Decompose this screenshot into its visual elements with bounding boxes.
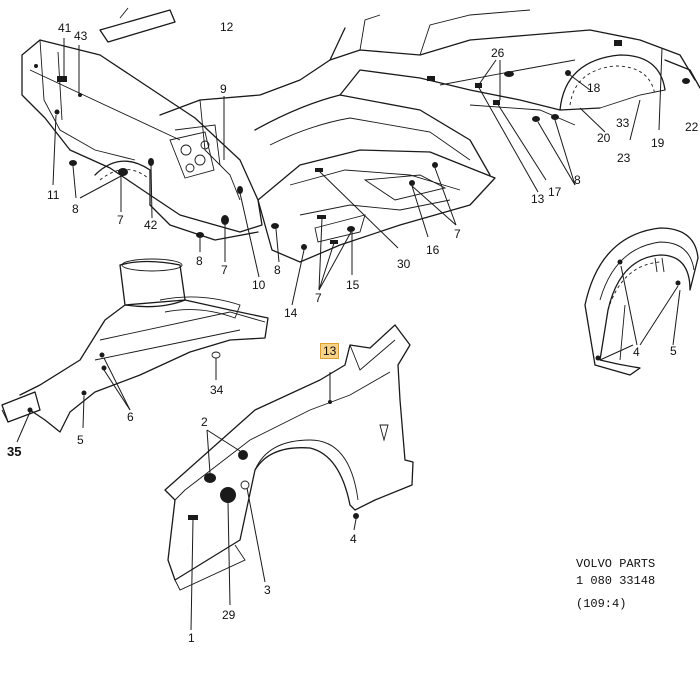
brand-label: VOLVO PARTS bbox=[576, 557, 656, 571]
reference-code: (109:4) bbox=[576, 597, 627, 611]
apron-rail-assembly bbox=[1, 258, 269, 443]
callout-15: 15 bbox=[346, 278, 360, 292]
callout-14: 14 bbox=[284, 306, 298, 320]
callout-6: 6 bbox=[127, 410, 134, 424]
callout-7-mid: 7 bbox=[221, 263, 228, 277]
callout-41: 41 bbox=[58, 21, 72, 35]
callout-7-left: 7 bbox=[117, 213, 124, 227]
callout-8-mid: 8 bbox=[196, 254, 203, 268]
callout-5-left: 5 bbox=[77, 433, 84, 447]
callout-8-center: 8 bbox=[274, 263, 281, 277]
callout-29: 29 bbox=[222, 608, 236, 622]
callout-22: 22 bbox=[685, 120, 699, 134]
front-fender bbox=[164, 324, 414, 631]
callout-20: 20 bbox=[597, 131, 611, 145]
callout-13-highlighted: 13 bbox=[320, 343, 340, 359]
callout-10: 10 bbox=[252, 278, 266, 292]
upper-floor-assembly bbox=[21, 7, 700, 306]
callout-5-right: 5 bbox=[670, 344, 677, 358]
callout-30: 30 bbox=[397, 257, 411, 271]
callout-11: 11 bbox=[47, 188, 60, 202]
callout-4-fender: 4 bbox=[350, 532, 357, 546]
callout-26: 26 bbox=[491, 46, 505, 60]
callout-23: 23 bbox=[617, 151, 631, 165]
callout-12: 12 bbox=[220, 20, 234, 34]
callout-13-upper: 13 bbox=[531, 192, 545, 206]
wheel-arch-liner bbox=[584, 227, 699, 376]
callout-34: 34 bbox=[210, 383, 224, 397]
callout-19: 19 bbox=[651, 136, 665, 150]
callout-18: 18 bbox=[587, 81, 601, 95]
callout-3: 3 bbox=[264, 583, 271, 597]
callout-42: 42 bbox=[144, 218, 158, 232]
callout-1: 1 bbox=[188, 631, 195, 645]
callout-7-right: 7 bbox=[454, 227, 461, 241]
callout-2: 2 bbox=[201, 415, 208, 429]
callout-33: 33 bbox=[616, 116, 630, 130]
callout-17: 17 bbox=[548, 185, 562, 199]
callout-8-left: 8 bbox=[72, 202, 79, 216]
callout-35: 35 bbox=[7, 444, 22, 459]
callout-43: 43 bbox=[74, 29, 88, 43]
document-info: VOLVO PARTS 1 080 33148 (109:4) bbox=[576, 556, 655, 613]
callout-7-center: 7 bbox=[315, 291, 322, 305]
callout-8-upper-right: 8 bbox=[574, 173, 581, 187]
callout-9: 9 bbox=[220, 82, 227, 96]
callout-4-right: 4 bbox=[633, 345, 640, 359]
callout-16: 16 bbox=[426, 243, 440, 257]
part-number: 1 080 33148 bbox=[576, 574, 656, 588]
